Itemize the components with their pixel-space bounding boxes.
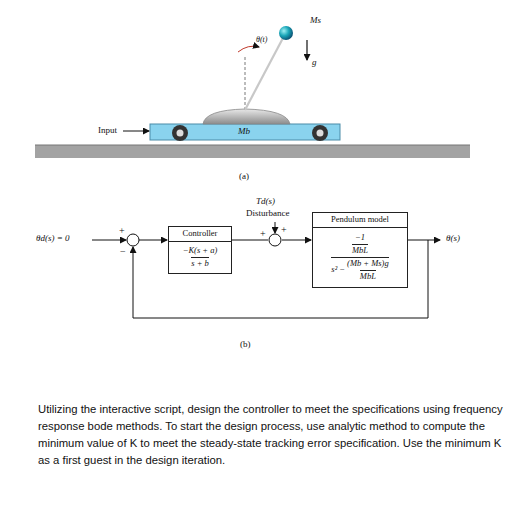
input-arrow: [123, 131, 149, 132]
ground-edge: [35, 145, 470, 146]
transfer-numerator: −1: [355, 233, 365, 244]
angle-label: θ(t): [256, 36, 267, 45]
sign-plus: +: [260, 228, 266, 239]
sign-minus: −: [120, 246, 126, 257]
wheel-hub: [317, 130, 324, 137]
transfer-denominator: s² −: [331, 265, 345, 275]
pendulum-rod: [245, 38, 283, 110]
signal-line: [139, 240, 167, 241]
block-heading: Pendulum model: [313, 213, 407, 228]
fraction: −1MbLs² −(Mb + Ms)gMbL: [331, 233, 388, 281]
mass-label: Ms: [310, 16, 321, 26]
wheel: [312, 125, 328, 141]
block-body: −1MbLs² −(Mb + Ms)gMbL: [327, 228, 392, 287]
transfer-numerator: −K(s + a): [183, 246, 218, 257]
disturbance-arrow: [275, 222, 276, 233]
summing-junction: [127, 234, 139, 246]
gravity-label: g: [312, 58, 317, 68]
caption-text: Utilizing the interactive script, design…: [38, 401, 512, 469]
block-title: Pendulum model: [331, 214, 389, 224]
gravity-arrow: [306, 40, 307, 60]
figure-tag: (a): [239, 172, 249, 182]
angle-arrow: [238, 46, 259, 52]
transfer-denominator: s + b: [191, 257, 209, 269]
controller-block: Controller −K(s + a)s + b: [168, 226, 232, 274]
block-title: Controller: [183, 228, 218, 238]
transfer-denominator: s² −(Mb + Ms)gMbL: [331, 257, 388, 282]
signal-name: θd(s) = 0: [36, 234, 70, 244]
vertical-reference: [245, 56, 246, 110]
signal-connector: [232, 240, 311, 241]
pendulum-mass: [279, 26, 293, 40]
summing-junction: [269, 234, 281, 246]
block-body: −K(s + a)s + b: [179, 242, 222, 273]
ground: [35, 145, 470, 158]
transfer-numerator: MbL: [352, 244, 368, 256]
wheel-hub: [177, 130, 184, 137]
signal-name: θ(s): [446, 234, 460, 244]
signal-name: Disturbance: [246, 209, 289, 219]
mass-label: Mb: [238, 127, 250, 137]
block-heading: Controller: [169, 227, 231, 242]
wheel: [172, 125, 188, 141]
sign-plus: +: [281, 224, 287, 235]
input-label: Input: [98, 126, 117, 136]
sign-plus: +: [119, 225, 125, 236]
cart-body: [150, 124, 340, 140]
plant-block: Pendulum model−1MbLs² −(Mb + Ms)gMbL: [312, 212, 408, 288]
fraction: −K(s + a)s + b: [183, 246, 218, 269]
signal-name: Td(s): [256, 197, 275, 207]
fraction: (Mb + Ms)gMbL: [347, 259, 389, 282]
signal-line: [92, 240, 126, 241]
fraction: −1MbL: [352, 233, 368, 257]
output-line: [408, 240, 440, 241]
transfer-denominator: (Mb + Ms)g: [347, 259, 389, 270]
transfer-denominator: MbL: [360, 270, 376, 282]
figure-tag: (b): [240, 340, 251, 350]
cart-dome: [203, 109, 290, 124]
